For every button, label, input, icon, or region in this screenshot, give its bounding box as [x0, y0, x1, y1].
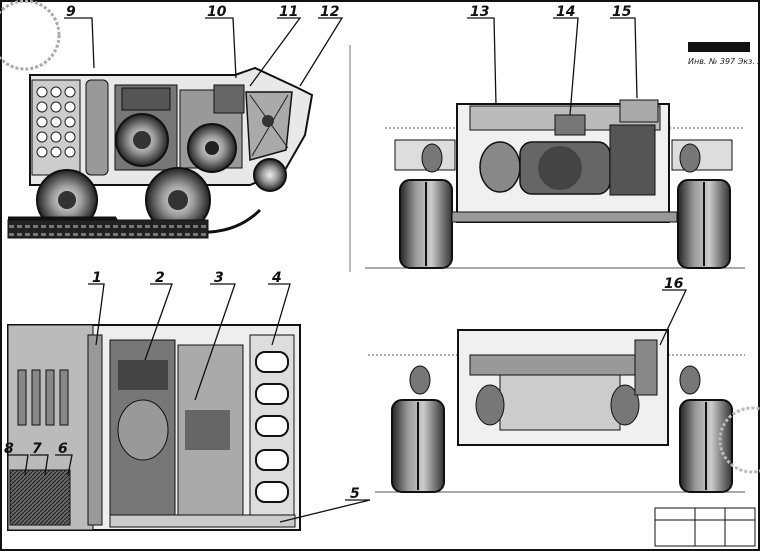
leader-lines	[8, 17, 688, 523]
oil-tank-rear	[619, 99, 659, 123]
callout-15: 15	[612, 4, 632, 20]
rear-track-left	[394, 139, 456, 269]
callout-10: 10	[207, 4, 227, 20]
seal-stamp-top-left	[0, 0, 61, 71]
battery-box	[9, 469, 71, 526]
callout-1: 1	[92, 270, 102, 286]
callout-6: 6	[58, 441, 68, 457]
callout-7: 7	[32, 441, 42, 457]
air-cleaner	[554, 114, 586, 136]
side-section-view	[0, 0, 314, 239]
fuel-pump-cross	[634, 339, 658, 396]
inventory-stamp: Инв. № 397 Экз. № 1	[688, 57, 760, 66]
callout-16: 16	[664, 276, 684, 292]
track-side	[7, 219, 209, 239]
redacted-bar	[688, 42, 750, 52]
callout-4: 4	[271, 270, 282, 286]
gearbox-cross	[499, 374, 621, 431]
front-track-left	[391, 365, 445, 493]
callout-8: 8	[4, 441, 14, 457]
callout-5: 5	[350, 486, 360, 502]
front-track-right	[679, 365, 733, 493]
fan-housing	[479, 141, 521, 193]
seal-stamp-right	[718, 406, 760, 474]
callout-2: 2	[155, 270, 165, 286]
road-wheels	[36, 158, 287, 233]
rear-track-right	[671, 139, 733, 269]
title-block	[654, 507, 756, 547]
callout-14: 14	[556, 4, 575, 20]
front-cross-section-view	[368, 329, 760, 493]
callout-13: 13	[470, 4, 489, 20]
callout-12: 12	[320, 4, 339, 20]
fuel-tank-side	[85, 79, 109, 176]
rear-cross-section-view	[349, 45, 745, 272]
callout-9: 9	[66, 4, 76, 20]
callout-3: 3	[214, 270, 224, 286]
callout-11: 11	[279, 4, 298, 20]
fuel-tank-plan	[87, 334, 103, 526]
plan-view	[7, 324, 301, 531]
